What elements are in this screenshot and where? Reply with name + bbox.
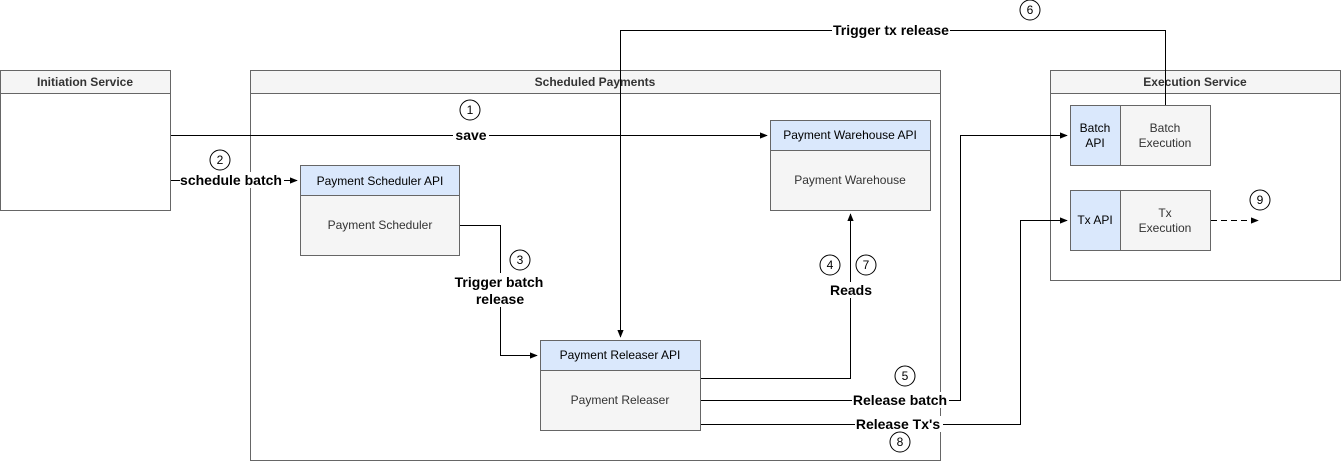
step-marker-3: 3	[509, 249, 531, 271]
step-marker-8: 8	[889, 431, 911, 453]
svg-text:1: 1	[467, 103, 474, 117]
edge-label-save: save	[455, 127, 486, 143]
step-marker-9: 9	[1249, 189, 1271, 211]
tx-execution-label-line1: Tx	[1158, 206, 1171, 220]
svg-text:9: 9	[1257, 193, 1264, 207]
edge-label-schedule-batch: schedule batch	[180, 172, 282, 188]
batch-execution-label-line1: Batch	[1150, 121, 1181, 135]
edge-release-batch	[701, 132, 1068, 401]
edge-label-reads: Reads	[830, 282, 872, 298]
edge-label-trigger-tx-release: Trigger tx release	[833, 22, 949, 38]
edge-reads	[701, 213, 854, 379]
payment-warehouse-label: Payment Warehouse	[794, 173, 906, 187]
payment-releaser-api-label: Payment Releaser API	[560, 348, 681, 362]
batch-api-label-line1: Batch	[1080, 121, 1111, 135]
initiation-service-title: Initiation Service	[37, 75, 133, 89]
initiation-service-container[interactable]: Initiation Service	[0, 70, 171, 211]
payment-scheduler-component[interactable]: Payment Scheduler API Payment Scheduler	[300, 165, 460, 256]
edge-label-trigger-batch-line1: Trigger batch	[455, 274, 544, 290]
svg-text:2: 2	[217, 153, 224, 167]
payment-warehouse-api-label: Payment Warehouse API	[783, 128, 917, 142]
step-marker-2: 2	[209, 149, 231, 171]
tx-api-label: Tx API	[1077, 213, 1112, 227]
svg-text:3: 3	[517, 253, 524, 267]
step-marker-4: 4	[819, 254, 841, 276]
edge-label-trigger-batch-line2: release	[476, 291, 524, 307]
payment-releaser-component[interactable]: Payment Releaser API Payment Releaser	[540, 340, 701, 431]
svg-text:7: 7	[863, 258, 870, 272]
scheduled-payments-title: Scheduled Payments	[535, 75, 656, 89]
batch-execution-label-line2: Execution	[1139, 136, 1192, 150]
svg-text:8: 8	[897, 435, 904, 449]
tx-execution-component[interactable]: Tx API Tx Execution	[1070, 190, 1211, 251]
tx-execution-label-line2: Execution	[1139, 221, 1192, 235]
payment-scheduler-label: Payment Scheduler	[328, 218, 433, 232]
svg-text:4: 4	[827, 258, 834, 272]
execution-service-title: Execution Service	[1143, 75, 1247, 89]
svg-text:5: 5	[902, 369, 909, 383]
step-marker-5: 5	[894, 365, 916, 387]
svg-text:6: 6	[1027, 3, 1034, 17]
payment-releaser-label: Payment Releaser	[571, 393, 670, 407]
edge-label-release-txs: Release Tx's	[856, 416, 940, 432]
payment-warehouse-component[interactable]: Payment Warehouse API Payment Warehouse	[770, 120, 931, 211]
step-marker-1: 1	[459, 99, 481, 121]
batch-api-label-line2: API	[1085, 136, 1104, 150]
step-marker-6: 6	[1019, 0, 1041, 21]
batch-execution-component[interactable]: Batch API Batch Execution	[1070, 105, 1211, 166]
payment-scheduler-api-label: Payment Scheduler API	[317, 174, 444, 188]
step-marker-7: 7	[855, 254, 877, 276]
edge-label-release-batch: Release batch	[853, 392, 947, 408]
